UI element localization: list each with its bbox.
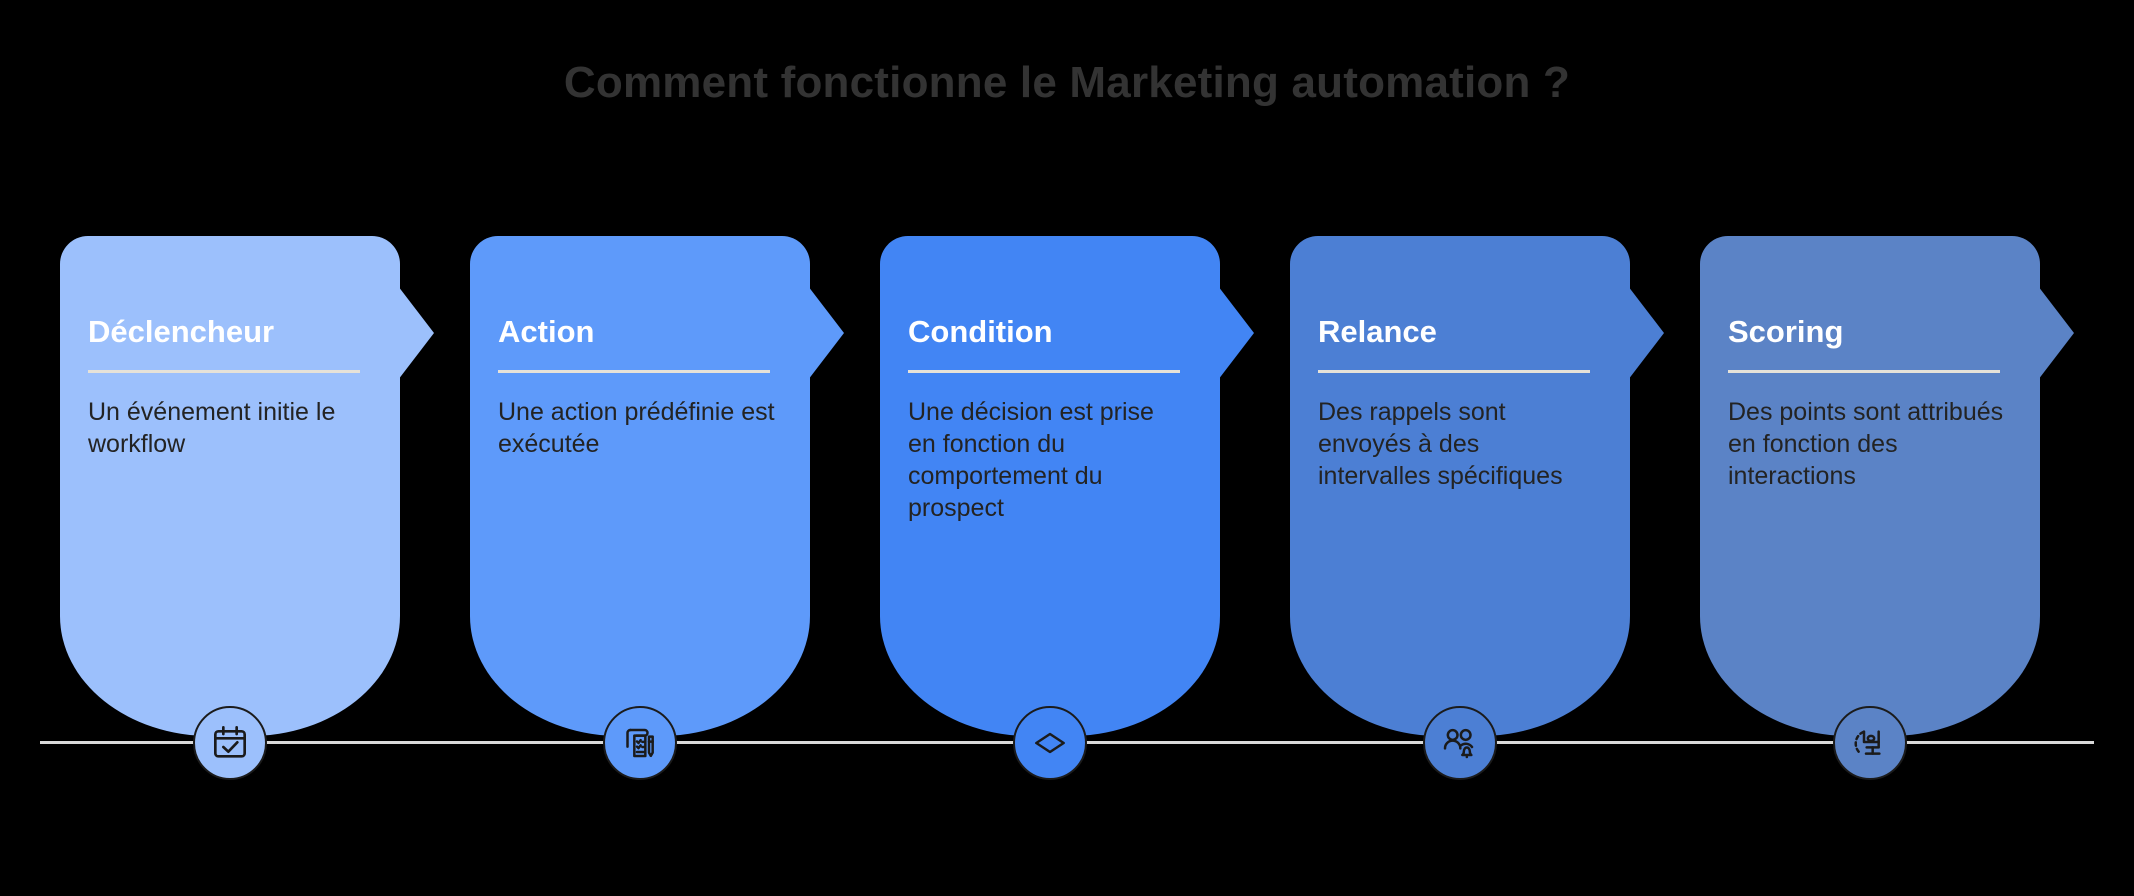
step-icon-badge-scoring[interactable] [1833,706,1907,780]
step-icon-badge-condition[interactable] [1013,706,1087,780]
page-title: Comment fonctionne le Marketing automati… [563,58,1571,107]
step-card-condition[interactable]: Condition Une décision est prise en fonc… [880,236,1254,756]
step-card-body: Scoring Des points sont attribués en fon… [1700,236,2040,736]
step-heading: Déclencheur [88,314,275,349]
step-card-body: Relance Des rappels sont envoyés à des i… [1290,236,1630,736]
step-card-declencheur[interactable]: Déclencheur Un événement initie le workf… [60,236,434,756]
step-card-body: Déclencheur Un événement initie le workf… [60,236,400,736]
step-description: Des points sont attribués en fonction de… [1728,398,2004,490]
step-divider [88,370,360,373]
step-arrow-tab [398,286,434,380]
step-arrow-tab [2038,286,2074,380]
step-card-body: Condition Une décision est prise en fonc… [880,236,1220,736]
step-heading: Action [498,314,595,349]
step-arrow-tab [1628,286,1664,380]
step-card-body: Action Une action prédéfinie est exécuté… [470,236,810,736]
step-arrow-tab [1218,286,1254,380]
step-card-action[interactable]: Action Une action prédéfinie est exécuté… [470,236,844,756]
step-heading: Scoring [1728,314,1844,349]
step-description: Un événement initie le workflow [88,398,336,458]
users-bell-icon [1440,723,1480,763]
step-description: Une décision est prise en fonction du co… [908,398,1154,522]
step-heading: Relance [1318,314,1437,349]
step-card-relance[interactable]: Relance Des rappels sont envoyés à des i… [1290,236,1664,756]
step-divider [1318,370,1590,373]
step-divider [908,370,1180,373]
step-divider [1728,370,2000,373]
step-icon-badge-declencheur[interactable] [193,706,267,780]
checklist-pen-icon [620,723,660,763]
step-icon-badge-relance[interactable] [1423,706,1497,780]
step-description: Des rappels sont envoyés à des intervall… [1318,398,1563,490]
step-icon-badge-action[interactable] [603,706,677,780]
step-heading: Condition [908,314,1053,349]
score-gauge-monitor-icon [1850,723,1890,763]
step-arrow-tab [808,286,844,380]
step-card-strip: Déclencheur Un événement initie le workf… [0,236,2134,756]
step-description: Une action prédéfinie est exécutée [498,398,775,458]
step-divider [498,370,770,373]
calendar-check-icon [210,723,250,763]
diamond-decision-icon [1030,723,1070,763]
step-card-scoring[interactable]: Scoring Des points sont attribués en fon… [1700,236,2074,756]
